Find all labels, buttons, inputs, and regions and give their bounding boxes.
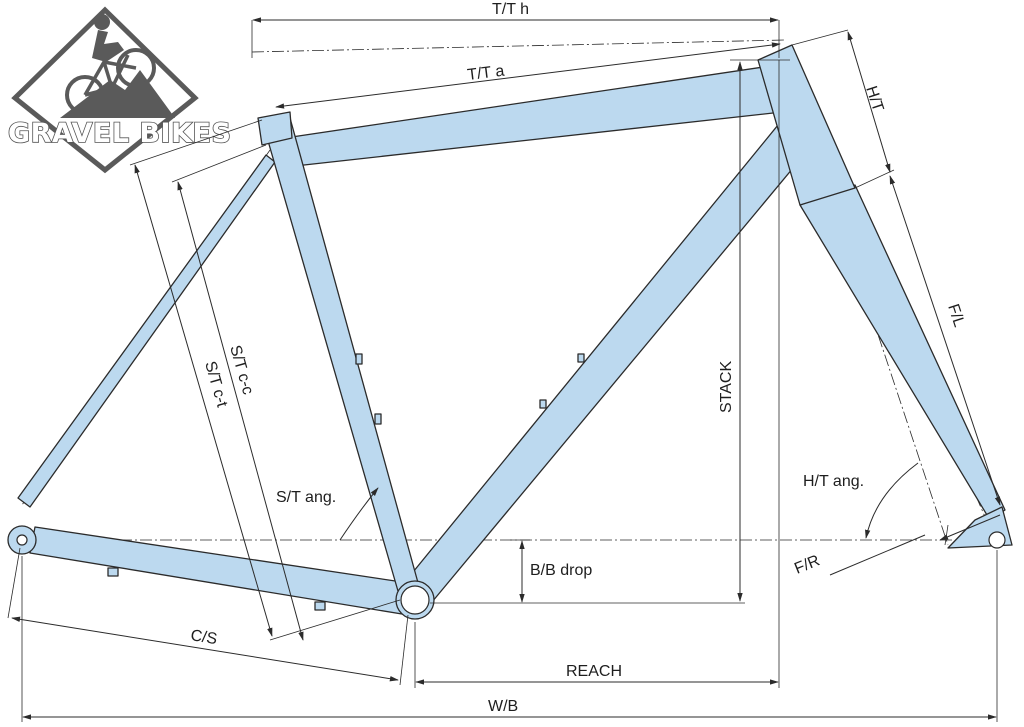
- label-st-ang: S/T ang.: [276, 489, 336, 506]
- bottle-boss: [374, 413, 382, 425]
- rear-axle-icon: [16, 534, 28, 546]
- label-fr: F/R: [792, 552, 822, 577]
- fender-tab: [107, 567, 119, 577]
- label-ht: H/T: [862, 84, 886, 114]
- down-tube: [399, 124, 809, 603]
- label-fl: F/L: [944, 302, 967, 329]
- seat-collar: [257, 111, 293, 146]
- logo-text: GRAVEL BIKES: [8, 118, 231, 149]
- seat-tube: [261, 117, 421, 599]
- bottle-boss: [355, 353, 363, 365]
- top-tube: [284, 65, 783, 167]
- bottle-boss: [577, 353, 585, 363]
- cyclist-mountain-icon: [60, 14, 175, 118]
- front-axle-icon: [988, 531, 1006, 549]
- label-tt-a: T/T a: [466, 63, 505, 84]
- seat-stay: [17, 154, 276, 508]
- label-cs: C/S: [189, 627, 218, 648]
- label-wb: W/B: [488, 698, 518, 715]
- label-reach: REACH: [566, 663, 622, 680]
- bottle-boss: [539, 399, 547, 409]
- label-bb-drop: B/B drop: [530, 562, 592, 579]
- label-tt-h: T/T h: [492, 1, 529, 18]
- label-stack: STACK: [718, 361, 735, 413]
- label-ht-ang: H/T ang.: [803, 473, 864, 490]
- fork: [799, 184, 1006, 521]
- bb-shell-icon: [400, 585, 430, 615]
- kickstand-tab: [314, 601, 326, 611]
- gravel-bikes-logo: GRAVEL BIKES: [7, 6, 232, 174]
- label-st-ct: S/T c-t: [201, 359, 230, 409]
- label-st-cc: S/T c-c: [226, 343, 256, 396]
